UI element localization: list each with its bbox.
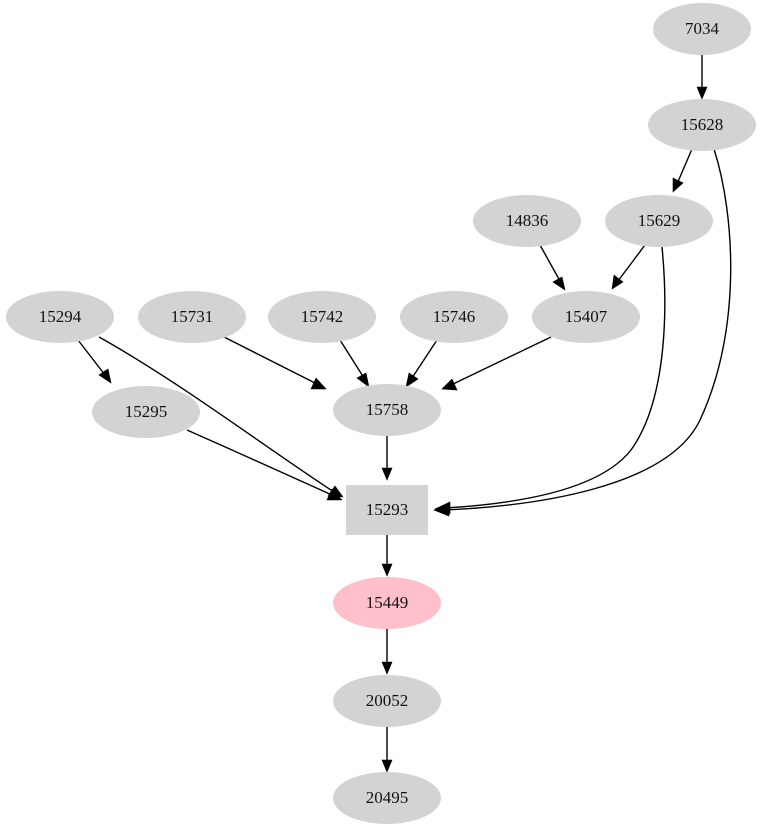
node-15628[interactable]: 15628: [648, 99, 756, 151]
node-15293[interactable]: 15293: [346, 485, 428, 535]
nodes-layer: 7034 15628 15629 14836 15407 15294: [6, 3, 756, 824]
node-15407[interactable]: 15407: [532, 291, 640, 343]
node-15742[interactable]: 15742: [268, 291, 376, 343]
edge-15746-to-15758: [405, 339, 438, 388]
edge-15629-to-15293: [434, 246, 666, 515]
node-15629[interactable]: 15629: [605, 195, 713, 247]
node-15731[interactable]: 15731: [138, 291, 246, 343]
node-15758[interactable]: 15758: [333, 384, 441, 436]
node-14836[interactable]: 14836: [473, 195, 581, 247]
edge-7034-to-15628: [696, 55, 708, 100]
edge-15407-to-15758: [441, 336, 552, 391]
edge-15294-to-15295: [77, 339, 112, 384]
edge-15629-to-15407: [611, 244, 646, 290]
edge-20052-to-20495: [381, 727, 393, 773]
edge-15449-to-20052: [381, 629, 393, 675]
node-15449[interactable]: 15449: [333, 577, 441, 629]
edge-15628-to-15629: [672, 148, 693, 193]
node-20495[interactable]: 20495: [333, 772, 441, 824]
node-15294[interactable]: 15294: [6, 291, 114, 343]
edge-15731-to-15758: [223, 336, 327, 390]
node-7034[interactable]: 7034: [653, 3, 751, 55]
node-15746[interactable]: 15746: [400, 291, 508, 343]
edge-15742-to-15758: [339, 339, 370, 388]
edge-15295-to-15293: [186, 429, 343, 501]
edge-14836-to-15407: [539, 244, 566, 291]
node-20052[interactable]: 20052: [333, 675, 441, 727]
node-15295[interactable]: 15295: [92, 386, 200, 438]
edges-layer: [77, 55, 732, 773]
edge-15293-to-15449: [381, 535, 393, 577]
edge-15758-to-15293: [381, 436, 393, 481]
